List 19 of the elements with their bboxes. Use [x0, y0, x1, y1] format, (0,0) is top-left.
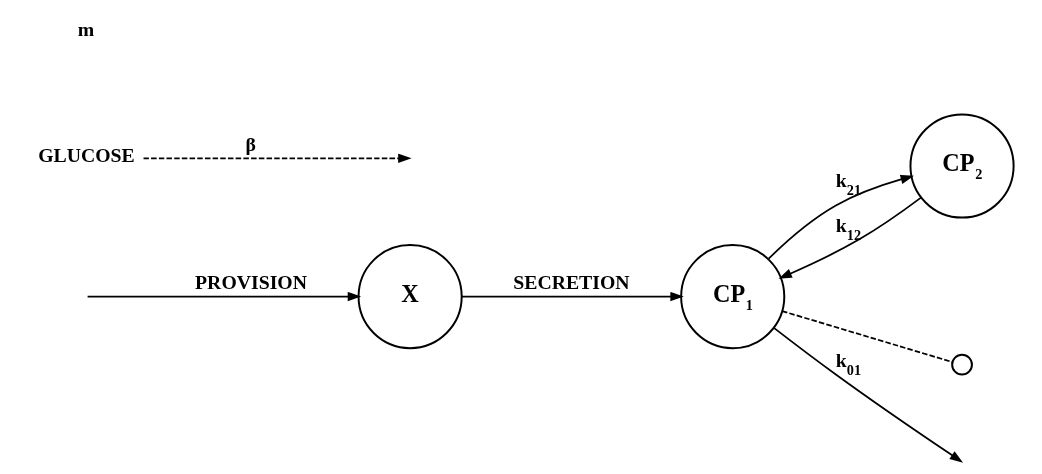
node-circle: CP$_{1}$	[679, 244, 785, 350]
edge-label: k$_{01}$	[835, 349, 861, 379]
arrow	[142, 153, 412, 164]
arrow	[767, 174, 914, 260]
edge-label: k$_{12}$	[835, 214, 861, 244]
node-circle: CP$_{2}$	[909, 113, 1015, 219]
node-circle	[950, 353, 973, 376]
arrow	[86, 291, 361, 302]
edge-label: β	[245, 133, 256, 156]
edge-label: SECRETION	[512, 271, 630, 294]
label: m	[77, 17, 94, 40]
arrow	[778, 196, 922, 279]
node-circle: X	[357, 244, 463, 350]
arrow	[460, 291, 684, 302]
connector	[780, 310, 953, 363]
arrow	[772, 327, 963, 463]
edge-label: PROVISION	[194, 271, 307, 294]
edge-label: k$_{21}$	[835, 169, 861, 199]
node-text: GLUCOSE	[37, 144, 135, 167]
